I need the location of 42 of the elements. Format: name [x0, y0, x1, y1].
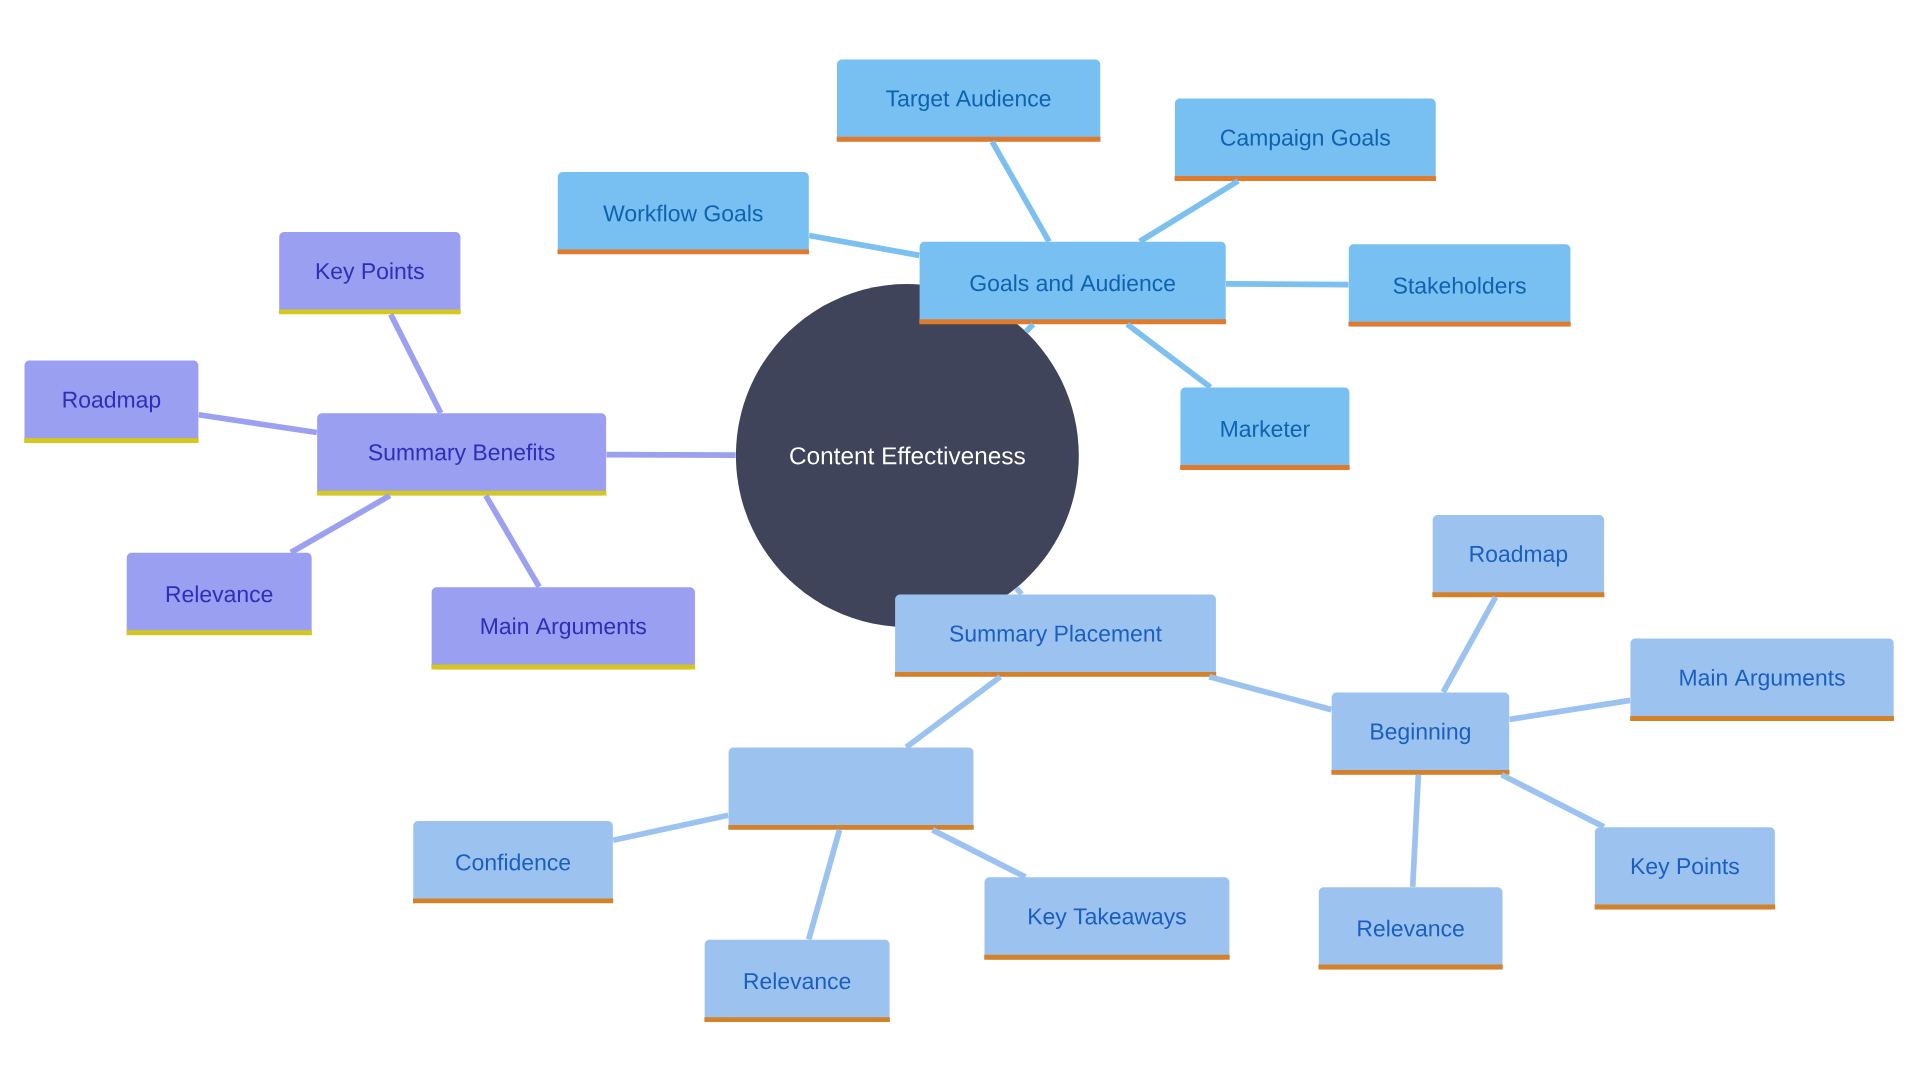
connector-line: [1440, 595, 1499, 694]
connector-line: [1024, 322, 1036, 334]
connector-line: [1138, 178, 1240, 244]
topic-box: Stakeholders: [1348, 244, 1571, 327]
topic-box: Target Audience: [836, 59, 1101, 142]
topic-box: Main Arguments: [1630, 638, 1894, 721]
connector-line: [1208, 674, 1333, 713]
topic-box: Roadmap: [1432, 514, 1605, 598]
topic-box: Campaign Goals: [1174, 98, 1436, 181]
connector-line: [198, 411, 318, 436]
topic-box: Roadmap: [24, 360, 199, 443]
topic-box: Key Points: [278, 232, 461, 315]
topic-box: Confidence: [413, 821, 614, 904]
connector-line: [289, 493, 392, 556]
topic-box: Workflow Goals: [557, 172, 810, 255]
connector-line: [808, 232, 920, 259]
connector-line: [1226, 280, 1349, 288]
connector-line: [1500, 772, 1606, 830]
topic-box: Goals and Audience: [919, 241, 1226, 325]
connector-line: [1409, 774, 1422, 887]
topic-box: [728, 747, 974, 830]
connector-line: [931, 827, 1027, 880]
topic-box: Main Arguments: [431, 587, 696, 670]
topic-box: Relevance: [1318, 887, 1503, 970]
connector-line: [1125, 321, 1213, 390]
topic-box: Key Points: [1594, 827, 1776, 910]
topic-box: Marketer: [1180, 387, 1350, 470]
connector-line: [904, 674, 1003, 750]
connector-line: [483, 494, 542, 589]
connector-line: [806, 829, 843, 941]
topic-box: Summary Placement: [894, 594, 1217, 677]
connector-line: [612, 812, 729, 844]
topic-box: Beginning: [1331, 692, 1510, 775]
topic-box: Relevance: [126, 552, 312, 636]
connector-line: [388, 313, 444, 415]
connector-line: [1509, 697, 1631, 723]
connector-line: [989, 140, 1052, 243]
connector-line: [606, 451, 736, 458]
topic-box: Summary Benefits: [316, 413, 607, 496]
connector-line: [1014, 586, 1024, 596]
topic-box: Key Takeaways: [984, 877, 1230, 960]
topic-box: Relevance: [704, 939, 890, 1023]
